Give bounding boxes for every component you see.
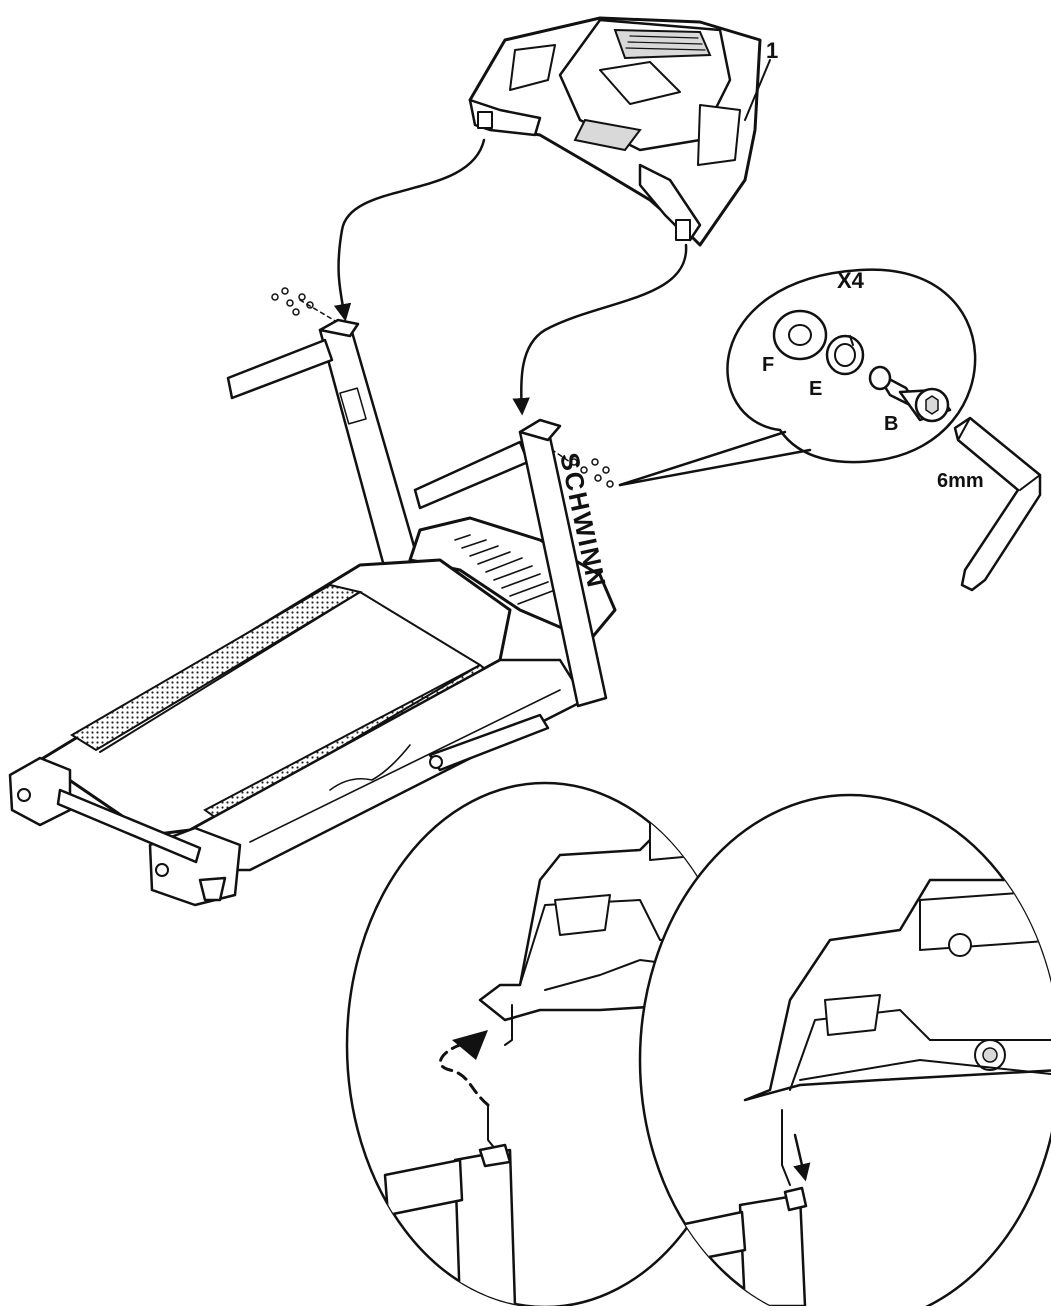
part-f-label: F [762, 354, 774, 376]
part-e-label: E [809, 378, 822, 400]
flat-washer-f [772, 309, 828, 361]
hex-bolt-b [868, 365, 952, 423]
part-b-label: B [884, 413, 898, 435]
mounting-arrows [333, 138, 688, 416]
cable-detail-right [638, 793, 1051, 1311]
quantity-label: X4 [837, 268, 865, 293]
treadmill-base [8, 318, 617, 907]
tool-size-label: 6mm [937, 470, 984, 492]
console-assembly [468, 16, 771, 247]
hardware-detail-bubble [618, 268, 1042, 592]
lock-washer-e [825, 334, 865, 376]
hex-key-6mm [953, 416, 1042, 592]
hardware-bolts-right [544, 444, 614, 488]
callout-1-label: 1 [766, 38, 778, 63]
hardware-bolts-left [271, 287, 343, 326]
